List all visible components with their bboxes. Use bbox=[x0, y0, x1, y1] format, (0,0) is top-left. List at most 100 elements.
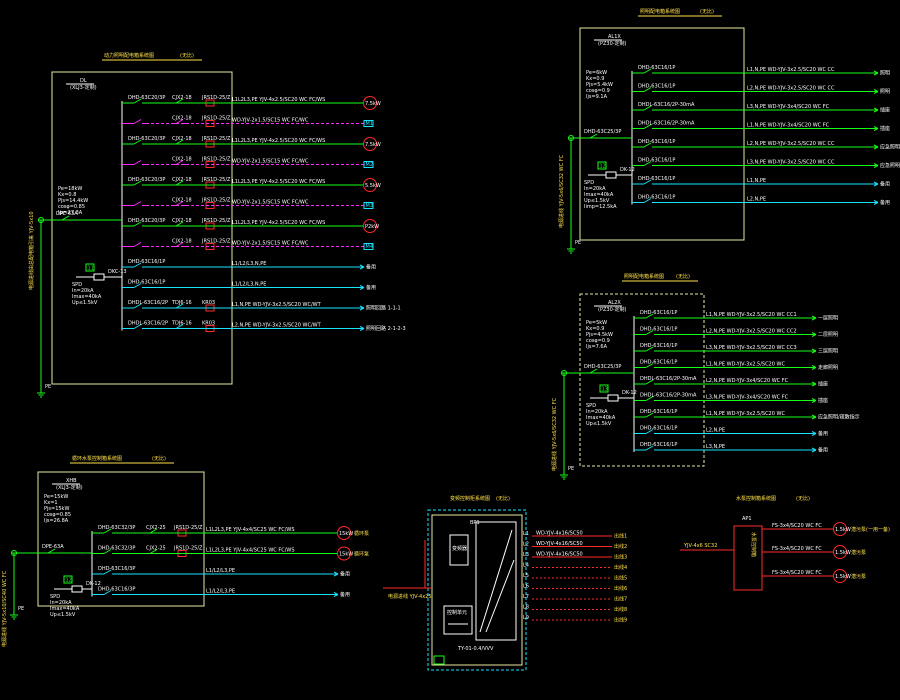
breaker-symbol bbox=[130, 221, 146, 227]
breaker-blade bbox=[133, 283, 142, 288]
relay-label: JRS1D-25/Z bbox=[201, 218, 231, 224]
motor-label: 1.5kW bbox=[835, 550, 851, 556]
arrow-head bbox=[359, 326, 365, 329]
branch-load-label: 应急照明 bbox=[880, 162, 900, 169]
breaker-blade bbox=[133, 98, 142, 104]
branch-cable-label: L1/L2/L3,PE bbox=[206, 568, 235, 574]
branch-breaker-label: DHD-63C20/3P bbox=[128, 177, 165, 183]
arrow-head bbox=[811, 416, 817, 420]
motor-label: 1.5kW bbox=[835, 527, 851, 533]
panel-param: Pjs=4.5kW bbox=[586, 332, 613, 338]
branch-load-label: 照明 bbox=[880, 71, 890, 77]
branch-breaker-label: DHD-63C32/3P bbox=[98, 525, 135, 531]
breaker-blade bbox=[133, 262, 142, 268]
spd-fuse-box bbox=[605, 171, 617, 179]
arrow-head bbox=[873, 146, 879, 150]
breaker-blade bbox=[133, 119, 142, 124]
output-tag: L2 bbox=[523, 542, 529, 548]
breaker-symbol bbox=[640, 179, 656, 185]
breaker-blade bbox=[175, 160, 184, 165]
arrow-head bbox=[873, 126, 879, 129]
control-tag: M1 bbox=[366, 121, 374, 127]
branch-cable-label: WD-YJV-2x1.5/SC15 WC FC/WC bbox=[232, 159, 309, 165]
branch-breaker-label: DHD-63C16/1P bbox=[640, 327, 677, 333]
arrow-head bbox=[811, 383, 817, 387]
breaker-blade bbox=[645, 313, 654, 319]
ground-symbol bbox=[560, 471, 568, 480]
breaker-symbol bbox=[130, 262, 146, 268]
output-tag: L6 bbox=[523, 584, 529, 590]
vfd-module bbox=[449, 534, 469, 566]
branch-load-label: 插座 bbox=[880, 107, 890, 114]
control-tag: M4 bbox=[366, 244, 374, 250]
arrow-head bbox=[873, 109, 879, 113]
pe-label: PE bbox=[18, 606, 24, 612]
breaker-blade bbox=[133, 160, 142, 165]
breaker-symbol bbox=[642, 412, 658, 418]
branch-load-label: 备用 bbox=[818, 430, 828, 437]
load-motor: 15kW bbox=[337, 546, 353, 561]
arrow-head bbox=[333, 592, 339, 595]
spd-param: Imax=40kA bbox=[72, 294, 102, 300]
breaker-symbol bbox=[642, 346, 658, 352]
arrow-head bbox=[811, 365, 817, 368]
arrow-head bbox=[873, 165, 879, 168]
spd-param: Up≤1.5kV bbox=[584, 198, 610, 204]
branch-cable-label: L3,N,PE WD-YJV-3x4/SC20 WC FC bbox=[747, 104, 830, 110]
breaker-blade bbox=[645, 379, 654, 385]
branch-cable-label: WD-YJV-2x1.5/SC15 WC FC/WC bbox=[232, 118, 309, 124]
diagram_2: 照明配电箱系统图(无比)AL1X(PZ30-定制)Pe=6kWKx=0.9Pjs… bbox=[558, 8, 900, 254]
branch-cable-label: L1,N,PE WD-YJV-3x4/SC20 WC FC bbox=[747, 123, 830, 129]
breaker-blade bbox=[175, 139, 184, 145]
feeder-cable-label: 电源进线由总配电箱引来 YJV-5x10 bbox=[28, 211, 35, 290]
panel-param: cosφ=0.9 bbox=[586, 338, 610, 344]
arrow-head bbox=[811, 367, 817, 370]
breaker-symbol bbox=[130, 139, 146, 145]
panel-param: Kx=0.9 bbox=[586, 326, 604, 332]
incomer-breaker-label: DHD-63C25/3P bbox=[584, 129, 621, 135]
feeder-cable-label: 电源进线 YJV-5x6/SC32 WC FC bbox=[558, 154, 565, 228]
breaker-blade bbox=[149, 528, 158, 534]
spd-param: Up≤1.5kV bbox=[72, 300, 98, 306]
breaker-symbol bbox=[44, 548, 60, 554]
arrow-head bbox=[873, 128, 879, 131]
breaker-blade bbox=[643, 105, 652, 111]
diagram-title: 照明配电箱系统图 bbox=[624, 273, 664, 280]
branch-breaker-label: DHD-63C16/1P bbox=[640, 310, 677, 316]
fuse-tag: DKC-13 bbox=[108, 269, 127, 275]
panel-id: AL1X bbox=[608, 34, 621, 40]
breaker-blade bbox=[133, 221, 142, 227]
breaker-symbol bbox=[130, 201, 146, 206]
branch-cable-label: L1L2L3,PE YJV-4x2.5/SC20 WC FC/WS bbox=[232, 97, 325, 103]
branch-cable-label: WD-YJV-2x1.5/SC15 WC FC/WC bbox=[232, 241, 309, 247]
motor-label: 7.5kW bbox=[365, 101, 381, 107]
breaker-blade bbox=[643, 198, 652, 203]
branch-load-label: 应急照明/疏散指示 bbox=[818, 414, 860, 421]
breaker-blade bbox=[175, 201, 184, 206]
branch-load-label: 照明 bbox=[880, 89, 890, 95]
breaker-blade bbox=[643, 179, 652, 185]
panel-param: Pe=6kW bbox=[586, 70, 607, 76]
diagram-title: 动力照明配电箱系统图 bbox=[104, 52, 154, 59]
relay-label: JRS1D-25/Z bbox=[201, 95, 231, 101]
breaker-blade bbox=[133, 303, 142, 309]
breaker-blade bbox=[175, 324, 184, 329]
branch-load-label: 备用 bbox=[340, 591, 350, 598]
